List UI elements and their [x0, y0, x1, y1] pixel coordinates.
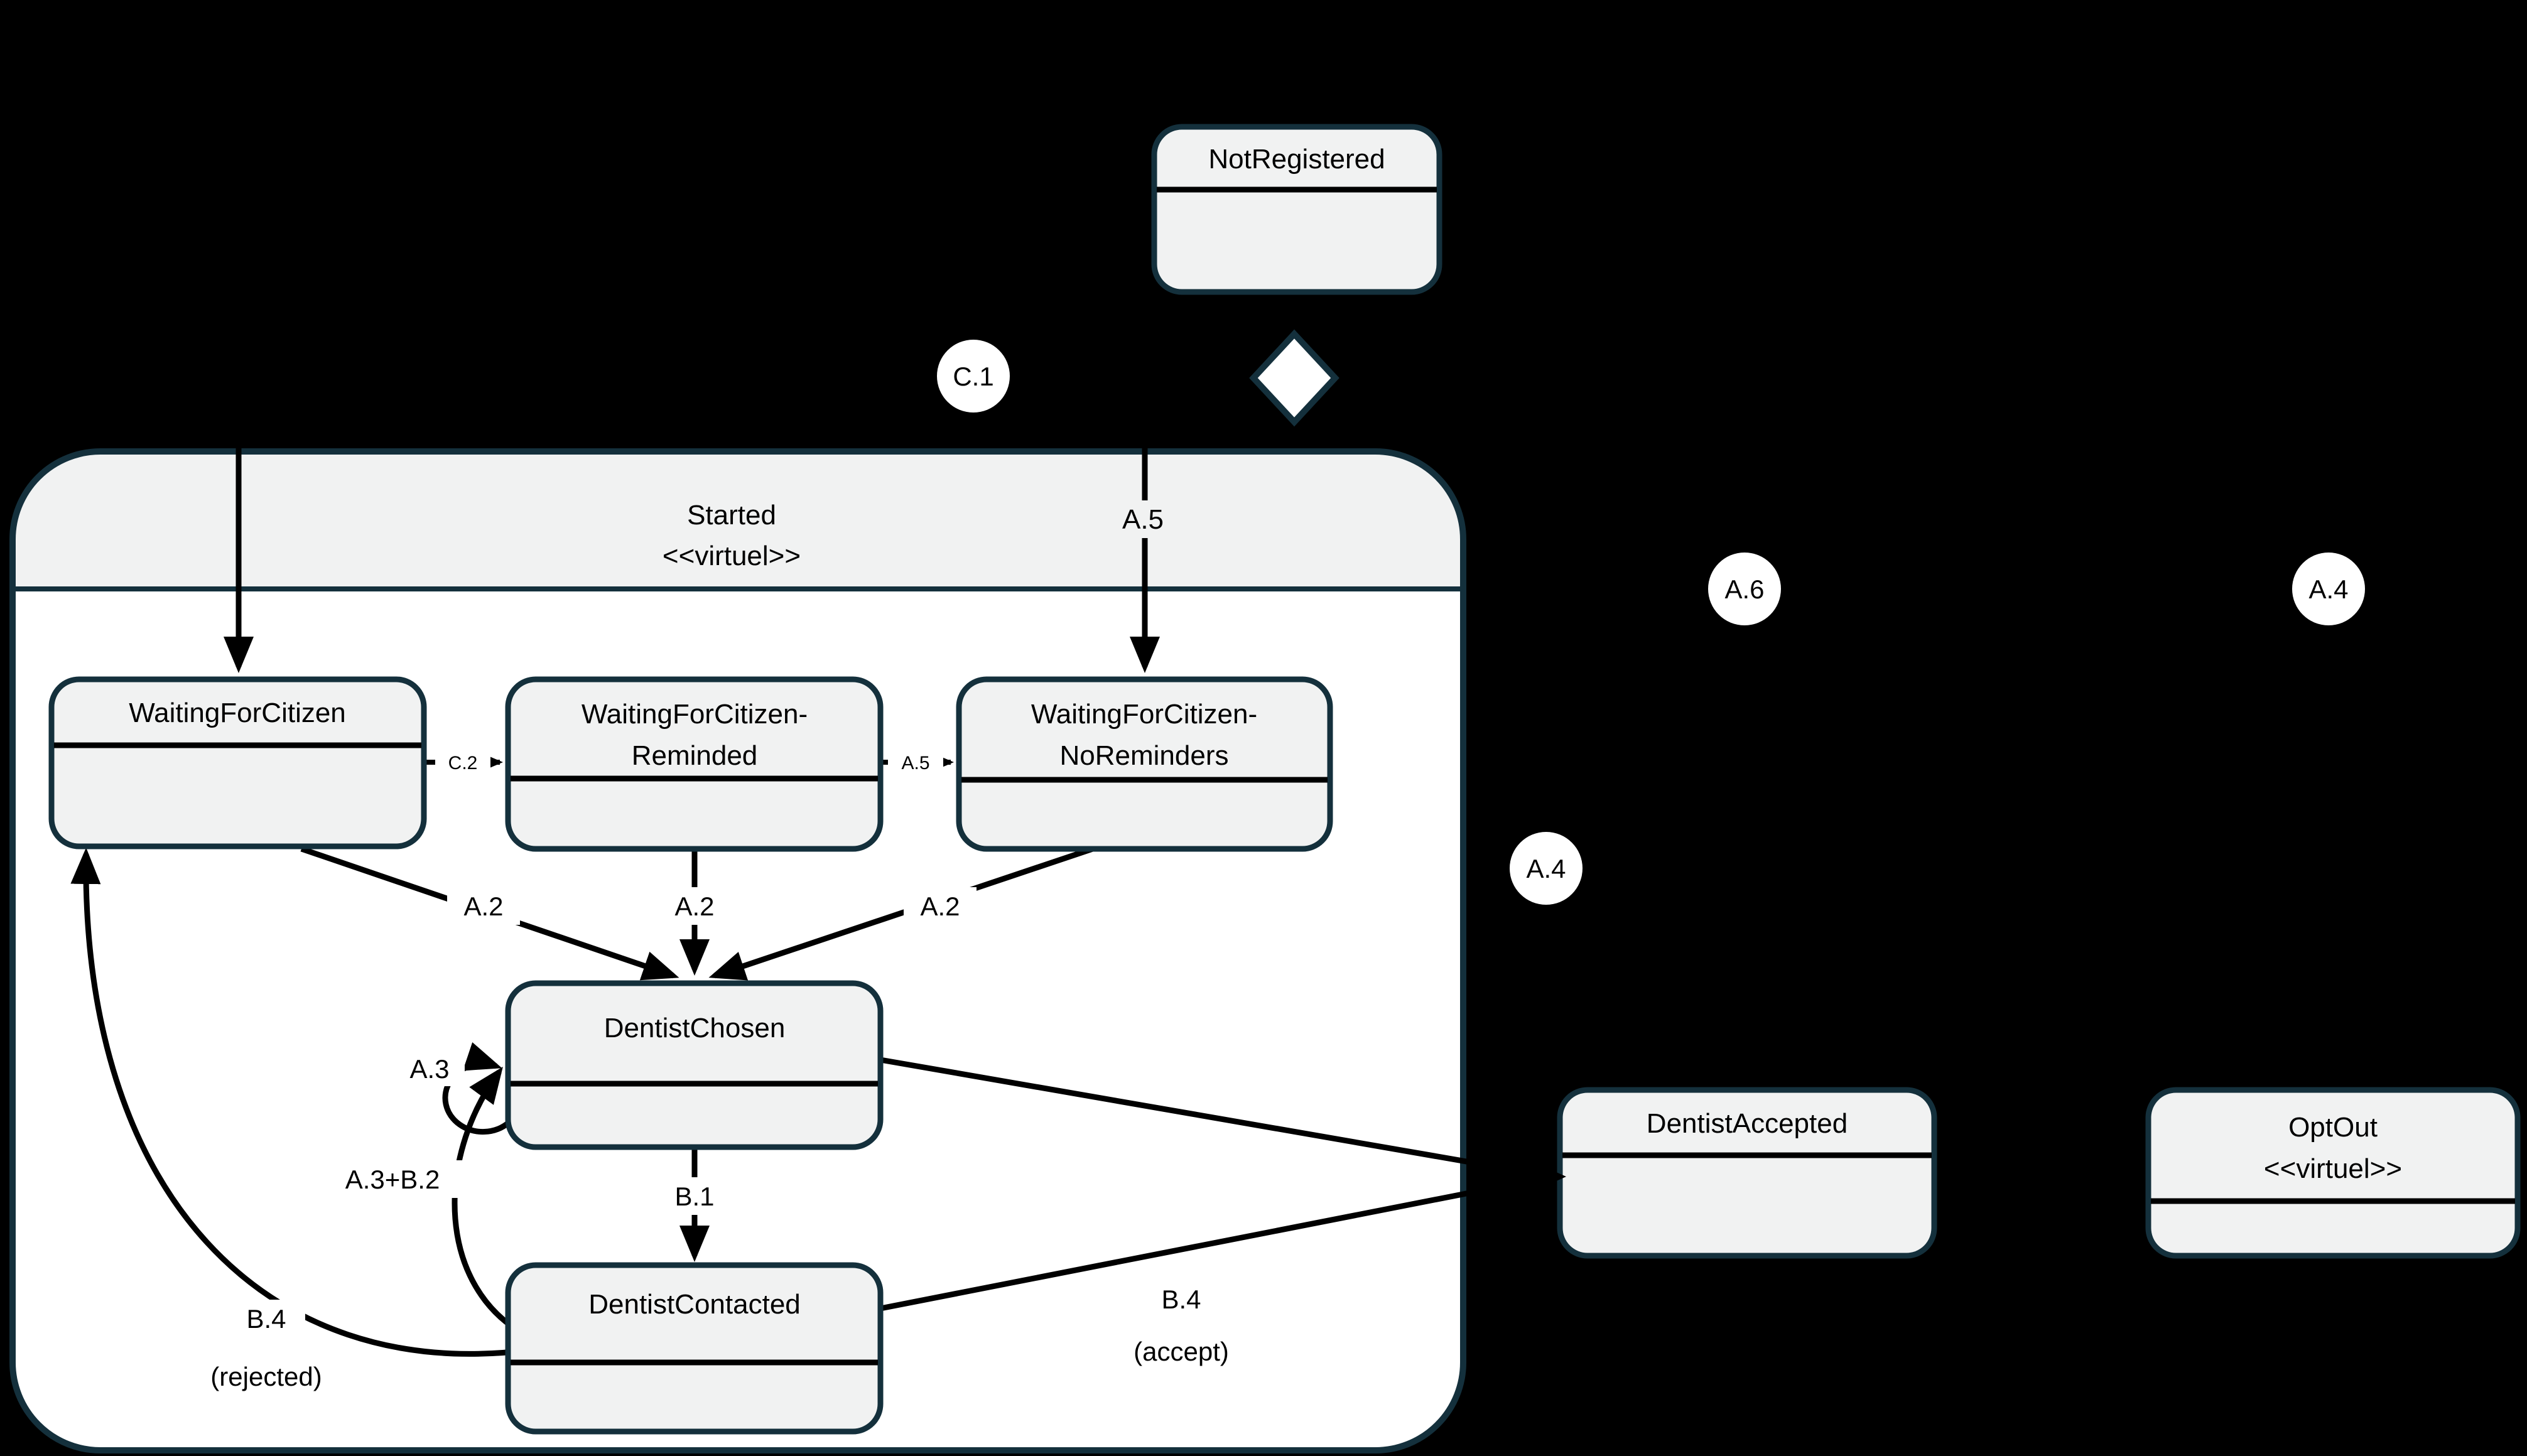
- reminded-title-line1: WaitingForCitizen-: [582, 699, 808, 730]
- dentistcontacted-title: DentistContacted: [588, 1289, 801, 1320]
- dentistcontacted-box: [505, 1262, 884, 1435]
- noreminders-title-line1: WaitingForCitizen-: [1031, 699, 1257, 730]
- started-border: [9, 448, 1466, 1453]
- transition-labels: A.5 C.2 A.5 A.2 A.2 A.2 A.3 A.3+B.2 B.1 …: [210, 504, 1229, 1391]
- state-notregistered: NotRegistered: [1151, 124, 1442, 295]
- label-bg-a3b2: [317, 1160, 468, 1198]
- label-b4-accept-1: B.4: [1161, 1285, 1201, 1314]
- label-bg-a2-mid: [658, 887, 731, 925]
- state-dentistcontacted: DentistContacted: [505, 1262, 884, 1435]
- label-bg-c2: [435, 747, 490, 777]
- label-b4-rejected-2: (rejected): [210, 1362, 322, 1391]
- dentistchosen-box: [505, 980, 884, 1150]
- label-bg-b4rej-2: [191, 1357, 342, 1395]
- started-stereotype: <<virtuel>>: [663, 541, 801, 571]
- optout-box: [2145, 1087, 2521, 1259]
- label-c2: C.2: [448, 753, 478, 774]
- started-header: [13, 451, 1463, 589]
- connectors: [70, 439, 1547, 1357]
- state-dentistchosen: DentistChosen: [505, 980, 884, 1150]
- label-bg-b4acc-1: [1143, 1280, 1220, 1318]
- label-a2-right: A.2: [920, 892, 960, 921]
- notregistered-title: NotRegistered: [1208, 144, 1385, 175]
- label-bg-b4acc-2: [1110, 1332, 1253, 1370]
- marker-circle-c1: [937, 340, 1010, 413]
- label-a3: A.3: [409, 1054, 449, 1084]
- label-bg-a2-right: [904, 887, 977, 925]
- label-bg-a3: [394, 1050, 465, 1086]
- label-bg-a5-top: [1110, 500, 1176, 538]
- state-optout: OptOut <<virtuel>>: [2145, 1087, 2521, 1259]
- label-b4-accept-2: (accept): [1134, 1337, 1229, 1366]
- requirement-markers: C.1 A.6 A.4 A.4: [937, 340, 2365, 905]
- label-bg-a2-left: [447, 887, 520, 925]
- arrow-b4-rejected: [70, 848, 531, 1357]
- optout-title-line2: <<virtuel>>: [2264, 1153, 2402, 1184]
- dentistchosen-title: DentistChosen: [604, 1013, 786, 1043]
- label-a2-left: A.2: [463, 892, 503, 921]
- dentistaccepted-box: [1557, 1087, 1937, 1259]
- notregistered-box: [1151, 124, 1442, 295]
- state-waitingforcitizen: WaitingForCitizen: [48, 676, 427, 849]
- label-a3b2: A.3+B.2: [345, 1165, 440, 1194]
- label-bg-b1: [658, 1177, 731, 1215]
- marker-label-a4-right: A.4: [2308, 574, 2348, 604]
- marker-circle-a4-right: [2292, 553, 2365, 625]
- noreminders-title-line2: NoReminders: [1060, 740, 1229, 771]
- label-a5-mid: A.5: [901, 753, 929, 774]
- marker-circle-a6: [1708, 553, 1781, 625]
- line-b4-accept: [880, 1175, 1547, 1312]
- label-a5-top: A.5: [1122, 504, 1164, 535]
- choice-diamond: [1249, 329, 1339, 427]
- label-backgrounds: [191, 500, 1253, 1395]
- marker-label-a4-mid: A.4: [1526, 854, 1566, 883]
- line-dentistchosen-right: [880, 1057, 1547, 1178]
- reminded-title-line2: Reminded: [632, 740, 758, 771]
- state-waitingforcitizen-noreminders: WaitingForCitizen- NoReminders: [956, 676, 1333, 852]
- marker-circle-a4-mid: [1510, 832, 1583, 905]
- started-title: Started: [687, 500, 776, 531]
- marker-label-c1: C.1: [953, 362, 993, 391]
- noreminders-box: [956, 676, 1333, 852]
- arrowhead-dentistaccepted: [1530, 1160, 1566, 1193]
- state-dentistaccepted: DentistAccepted: [1557, 1087, 1937, 1259]
- waitingforcitizen-box: [48, 676, 427, 849]
- optout-title-line1: OptOut: [2288, 1112, 2378, 1143]
- label-b4-rejected-1: B.4: [246, 1304, 286, 1334]
- state-waitingforcitizen-reminded: WaitingForCitizen- Reminded: [505, 676, 884, 852]
- label-bg-a5-mid: [888, 747, 943, 777]
- arrow-a3-selfloop: [442, 1042, 511, 1135]
- label-b1: B.1: [674, 1182, 714, 1211]
- arrow-a3b2: [452, 1066, 526, 1337]
- marker-label-a6: A.6: [1724, 574, 1764, 604]
- waitingforcitizen-title: WaitingForCitizen: [129, 698, 346, 728]
- label-bg-b4rej-1: [227, 1300, 305, 1337]
- reminded-box: [505, 676, 884, 852]
- dentistaccepted-title: DentistAccepted: [1647, 1108, 1848, 1139]
- label-a2-mid: A.2: [674, 892, 714, 921]
